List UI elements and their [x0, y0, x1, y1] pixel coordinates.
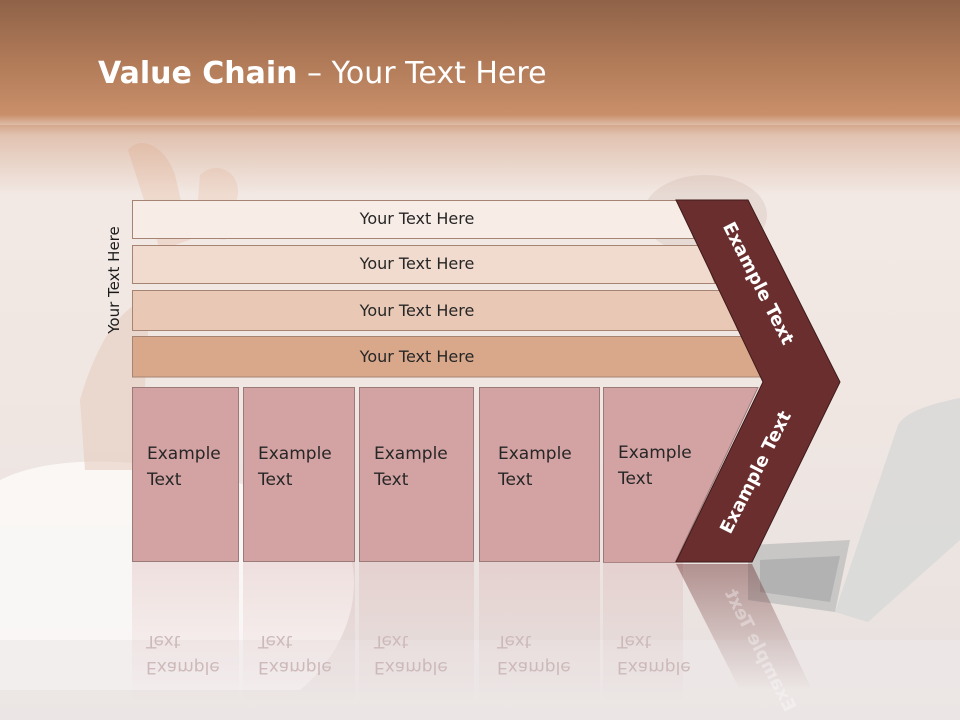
example-box-3[interactable]: Example Text: [359, 387, 474, 562]
box-text: Example Text: [147, 444, 221, 490]
vertical-label: Your Text Here: [105, 226, 123, 334]
bar-label: Your Text Here: [359, 347, 475, 366]
slide-title: Value Chain – Your Text Here: [98, 56, 547, 91]
box-text: Example Text: [618, 443, 692, 489]
header-fade: [0, 125, 960, 195]
header-band: [0, 0, 960, 135]
bar-label: Your Text Here: [359, 254, 475, 273]
title-bold: Value Chain: [98, 56, 298, 91]
example-box-1[interactable]: Example Text: [132, 387, 239, 562]
bar-label: Your Text Here: [359, 301, 475, 320]
box-text: Example Text: [258, 444, 332, 490]
example-box-2[interactable]: Example Text: [243, 387, 355, 562]
box-text: Example Text: [374, 444, 448, 490]
bar-label: Your Text Here: [359, 209, 475, 228]
example-box-4[interactable]: Example Text: [479, 387, 600, 562]
title-rest: – Your Text Here: [297, 56, 547, 91]
box-text: Example Text: [498, 444, 572, 490]
